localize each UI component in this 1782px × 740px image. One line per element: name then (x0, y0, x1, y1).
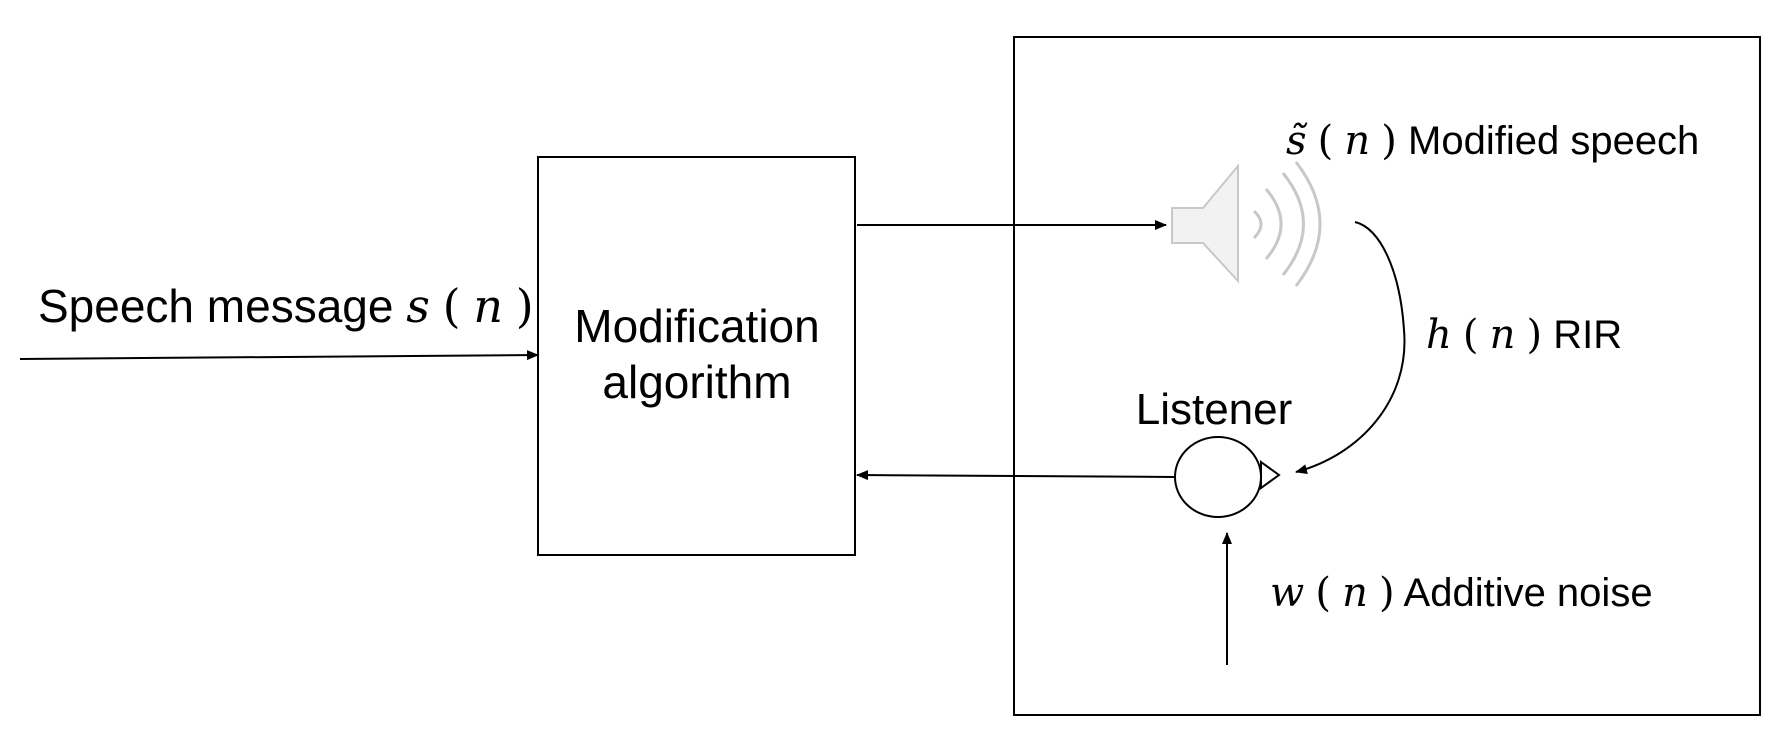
input-label-text: Speech message (38, 280, 393, 332)
input-label: Speech message s ( n ) (38, 279, 534, 333)
input-arg: n (473, 279, 503, 333)
svg-text:Speech message s: Speech message s ( n ) (38, 279, 534, 333)
speaker-icon (1171, 161, 1322, 287)
feedback-arrow (856, 470, 1176, 481)
svg-text:s̃ ( n ): s̃ ( n ) Modified speech (1286, 118, 1699, 164)
listener-head-icon (1174, 436, 1281, 518)
input-arrow (19, 350, 539, 361)
noise-label: w ( n ) Additive noise (1270, 570, 1653, 616)
modified-speech-label: s̃ ( n ) Modified speech (1286, 118, 1699, 164)
modification-block-label-line1: Modification (574, 300, 819, 352)
noise-symbol: w (1270, 570, 1304, 616)
svg-text:h ( n ): h ( n ) RIR (1426, 312, 1622, 358)
noise-arg: n (1342, 570, 1368, 616)
input-symbol: s (406, 279, 430, 333)
environment-box (1013, 36, 1761, 716)
rir-arg: n (1490, 312, 1516, 358)
noise-text: Additive noise (1404, 571, 1653, 615)
rir-text: RIR (1553, 313, 1622, 357)
rir-label: h ( n ) RIR (1426, 312, 1622, 358)
svg-text:w ( n ): w ( n ) Additive noise (1270, 570, 1653, 616)
modified-speech-text: Modified speech (1408, 119, 1699, 163)
modified-speech-symbol: s̃ (1286, 118, 1308, 164)
modification-block-label-line2: algorithm (602, 356, 791, 408)
rir-arrow (1295, 221, 1406, 475)
listener-label: Listener (1136, 385, 1293, 434)
modified-speech-arg: n (1344, 118, 1370, 164)
rir-symbol: h (1426, 312, 1452, 358)
